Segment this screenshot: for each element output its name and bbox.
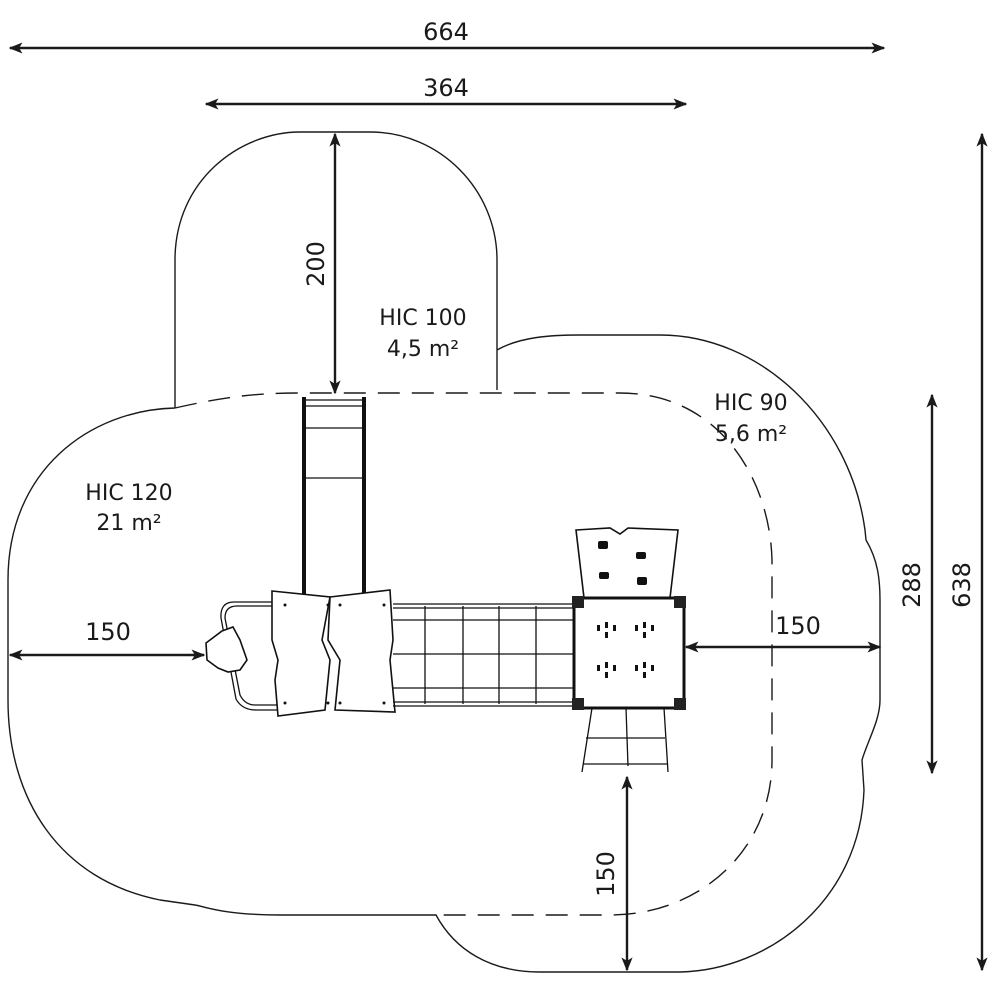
dim-right-inner-height: 288 xyxy=(898,562,926,608)
zone-area-hic-120: 21 m² xyxy=(96,511,161,536)
zone-label-hic-90: HIC 90 xyxy=(714,391,787,416)
safety-zone-outline xyxy=(7,131,881,973)
slide xyxy=(302,397,366,595)
zone-label-hic-100: HIC 100 xyxy=(379,306,466,331)
net-bridge xyxy=(393,603,575,707)
dim-overall-height: 638 xyxy=(948,562,976,608)
dim-left-clearance: 150 xyxy=(85,618,131,646)
climbing-rock xyxy=(205,626,248,673)
zone-label-hic-120: HIC 120 xyxy=(85,481,172,506)
tower-platform xyxy=(572,596,686,710)
climbing-wall xyxy=(575,527,679,599)
dim-top-zone-width: 364 xyxy=(423,74,469,102)
zone-area-hic-90: 5,6 m² xyxy=(715,422,787,447)
dim-slide-depth: 200 xyxy=(302,241,330,287)
net-ladder xyxy=(581,707,669,773)
dim-overall-width: 664 xyxy=(423,18,469,46)
platform-panels xyxy=(271,589,396,717)
zone-area-hic-100: 4,5 m² xyxy=(387,337,459,362)
dim-bottom-clearance: 150 xyxy=(592,851,620,897)
impact-zone-dashed xyxy=(174,392,773,916)
dim-right-clearance: 150 xyxy=(775,612,821,640)
